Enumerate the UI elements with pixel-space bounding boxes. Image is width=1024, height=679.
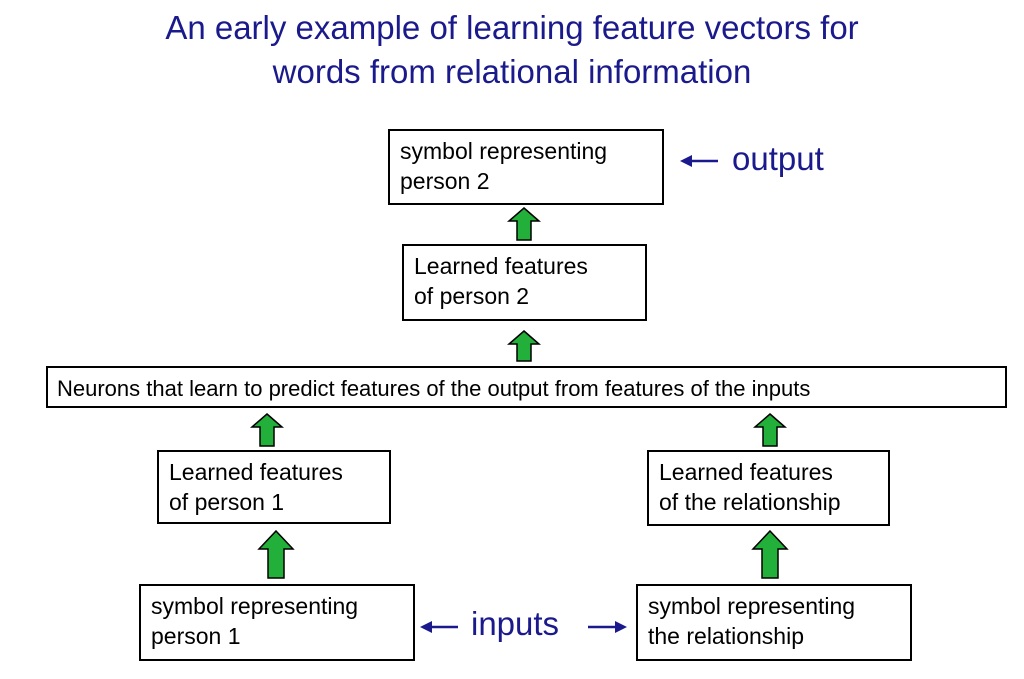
up-arrow-icon [249,413,285,447]
features-person1-box: Learned features of person 1 [157,450,391,524]
features-person2-box: Learned features of person 2 [402,244,647,321]
box-line: person 2 [400,168,490,194]
box-line: person 1 [151,623,241,649]
box-line: symbol representing [400,138,608,164]
inputs-right-pointer-arrow-icon [588,621,627,633]
output-pointer-arrow-icon [680,155,718,167]
neurons-box: Neurons that learn to predict features o… [46,366,1007,408]
box-line: the relationship [648,623,804,649]
box-line: Learned features [659,459,833,485]
up-arrow-icon [752,413,788,447]
up-arrow-icon [506,207,542,241]
output-symbol-box: symbol representing person 2 [388,129,664,205]
inputs-left-pointer-arrow-icon [420,621,458,633]
output-label: output [732,140,824,177]
input-person1-box: symbol representing person 1 [139,584,415,661]
box-line: of the relationship [659,489,841,515]
inputs-label: inputs [471,605,560,642]
title-line-2: words from relational information [272,53,752,90]
features-relationship-box: Learned features of the relationship [647,450,890,526]
up-arrow-icon [506,330,542,362]
box-line: symbol representing [648,593,856,619]
box-line: of person 1 [169,489,285,515]
box-line: Neurons that learn to predict features o… [57,376,811,401]
box-line: symbol representing [151,593,359,619]
box-line: of person 2 [414,283,530,309]
box-line: Learned features [169,459,343,485]
input-relationship-box: symbol representing the relationship [636,584,912,661]
title-line-1: An early example of learning feature vec… [165,9,859,46]
up-arrow-icon [257,529,295,579]
box-line: Learned features [414,253,588,279]
up-arrow-icon [751,529,789,579]
diagram-title: An early example of learning feature vec… [0,6,1024,94]
